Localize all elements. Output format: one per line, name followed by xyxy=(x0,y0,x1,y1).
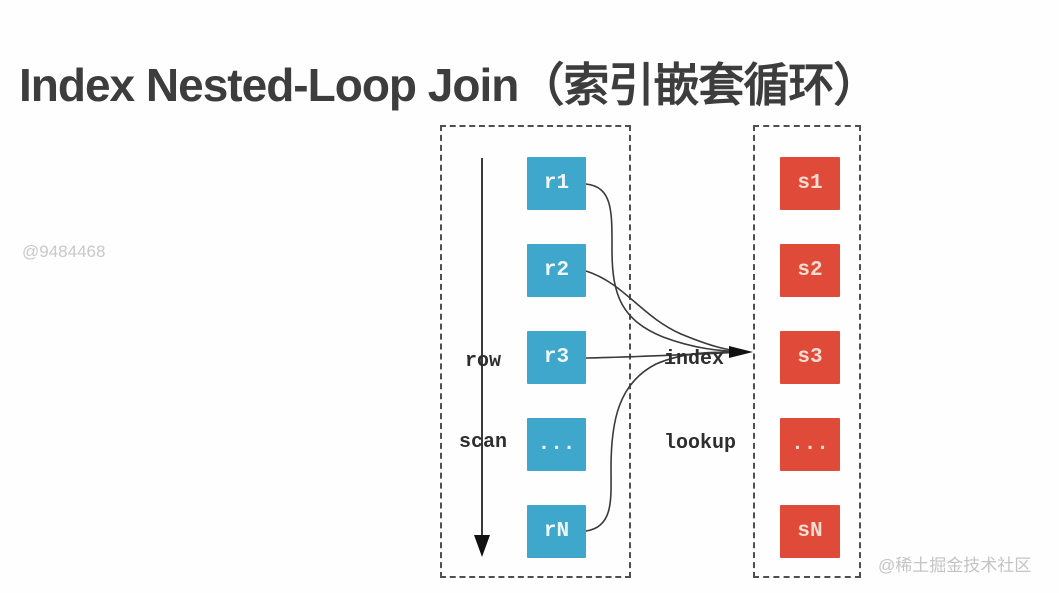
inner-row-box-s1: s1 xyxy=(780,157,840,210)
outer-row-box-ellipsis: ... xyxy=(527,418,586,471)
index-lookup-label: index lookup xyxy=(664,290,736,514)
outer-row-box-r2: r2 xyxy=(527,244,586,297)
page-title: Index Nested-Loop Join（索引嵌套循环） xyxy=(19,59,879,111)
outer-row-box-rN: rN xyxy=(527,505,586,558)
row-scan-line1: row xyxy=(464,350,501,373)
inner-row-box-ellipsis: ... xyxy=(780,418,840,471)
outer-row-box-r3: r3 xyxy=(527,331,586,384)
row-scan-label: row scan xyxy=(447,294,519,510)
index-lookup-line1: index xyxy=(664,348,725,371)
row-scan-line2: scan xyxy=(458,431,507,454)
inner-row-box-s3: s3 xyxy=(780,331,840,384)
inner-row-box-sN: sN xyxy=(780,505,840,558)
watermark-bottom-right: @稀土掘金技术社区 xyxy=(878,556,1032,575)
index-lookup-line2: lookup xyxy=(664,432,737,455)
watermark-left: @9484468 xyxy=(22,242,106,261)
inner-table-frame xyxy=(753,125,861,578)
outer-row-box-r1: r1 xyxy=(527,157,586,210)
inner-row-box-s2: s2 xyxy=(780,244,840,297)
